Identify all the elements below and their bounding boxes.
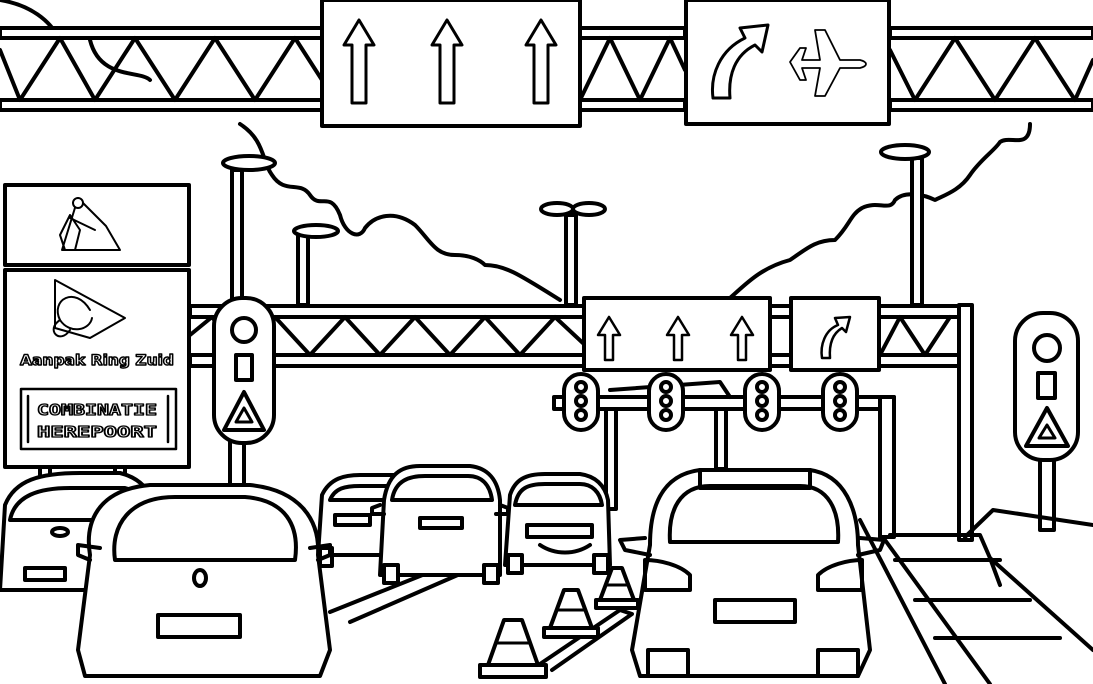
traffic-cone <box>542 588 600 639</box>
car-distant-mid <box>370 464 510 585</box>
car-front-left <box>76 483 332 678</box>
arrow-up-icon <box>430 18 464 105</box>
cloud-line-left <box>238 122 562 302</box>
lane-signal <box>821 372 859 432</box>
arrow-up-icon <box>524 18 558 105</box>
car-distant-right <box>503 472 612 575</box>
arrow-curve-right-icon <box>820 315 852 360</box>
combination-line2-text: HEREPOORT <box>37 423 157 441</box>
arrow-up-icon <box>665 315 691 362</box>
ring-logo-icon <box>52 279 126 339</box>
signal-bar <box>552 380 896 539</box>
lane-signal <box>647 372 685 432</box>
airplane-icon <box>789 29 867 97</box>
overhead-sign-lanes-top <box>320 0 582 128</box>
road-works-icon <box>59 197 121 251</box>
arrow-curve-right-icon <box>710 23 770 100</box>
overhead-sign-exit-middle <box>789 296 881 372</box>
car-front-right <box>618 468 886 678</box>
project-brand-text: Aanpak Ring Zuid <box>20 353 174 369</box>
top-gantry <box>0 0 1093 112</box>
street-lamp <box>879 143 931 307</box>
traffic-light-left <box>212 296 276 502</box>
cloud-line-right <box>728 122 1032 300</box>
arrow-up-icon <box>342 18 376 105</box>
overhead-sign-lanes-middle <box>582 296 772 372</box>
overhead-sign-exit-top <box>684 0 891 126</box>
middle-gantry <box>188 303 974 542</box>
street-lamp <box>292 223 340 307</box>
arrow-up-icon <box>729 315 755 362</box>
lane-signal <box>562 372 600 432</box>
traffic-cone <box>478 618 548 679</box>
project-sign: Aanpak Ring Zuid COMBINATIE HEREPOORT <box>3 183 191 479</box>
street-lamp <box>539 201 607 307</box>
combination-line1-text: COMBINATIE <box>37 401 157 419</box>
arrow-up-icon <box>596 315 622 362</box>
street-lamp <box>221 154 277 307</box>
traffic-light-right <box>1013 311 1080 532</box>
traffic-cone <box>594 566 640 610</box>
lane-signal <box>743 372 781 432</box>
